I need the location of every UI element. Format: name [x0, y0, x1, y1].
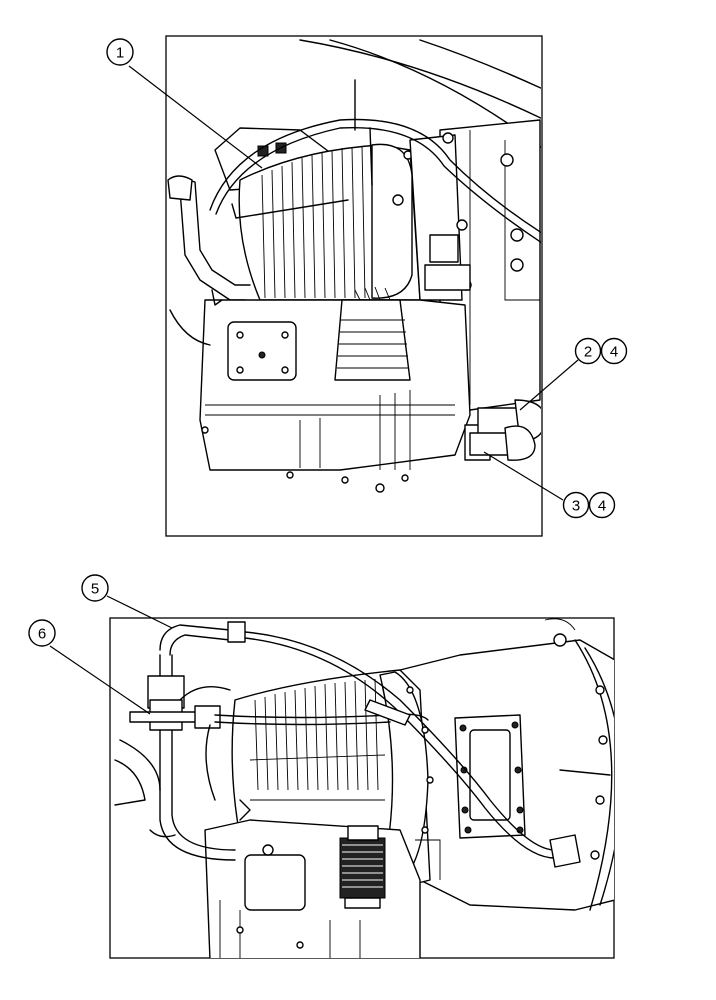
callout-5: 5: [81, 574, 109, 602]
leader-line-3: [483, 451, 564, 501]
svg-text:4: 4: [598, 498, 606, 515]
callouts: 1 2 4 3 4 5 6: [28, 38, 628, 715]
svg-text:2: 2: [584, 344, 592, 361]
callout-3: 3: [562, 491, 590, 519]
callout-2: 2: [574, 337, 602, 365]
callout-4-upper: 4: [600, 337, 628, 365]
svg-text:1: 1: [116, 45, 124, 62]
leader-line-5: [106, 595, 173, 629]
callout-6: 6: [28, 619, 56, 647]
leader-line-1: [128, 65, 263, 169]
cylinder-fins: [261, 145, 366, 299]
upper-panel: [165, 35, 543, 537]
lower-compressor-drawing: [114, 618, 614, 958]
leader-line-6: [49, 645, 151, 715]
callout-4-lower: 4: [588, 491, 616, 519]
svg-text:3: 3: [572, 498, 580, 515]
leader-line-2: [519, 359, 579, 411]
svg-text:5: 5: [91, 581, 99, 598]
svg-text:4: 4: [610, 344, 618, 361]
svg-text:6: 6: [38, 626, 46, 643]
lower-panel: [109, 617, 615, 959]
lower-cylinder-fins: [254, 678, 379, 791]
callout-1: 1: [106, 38, 134, 66]
upper-compressor-drawing: [167, 39, 541, 493]
